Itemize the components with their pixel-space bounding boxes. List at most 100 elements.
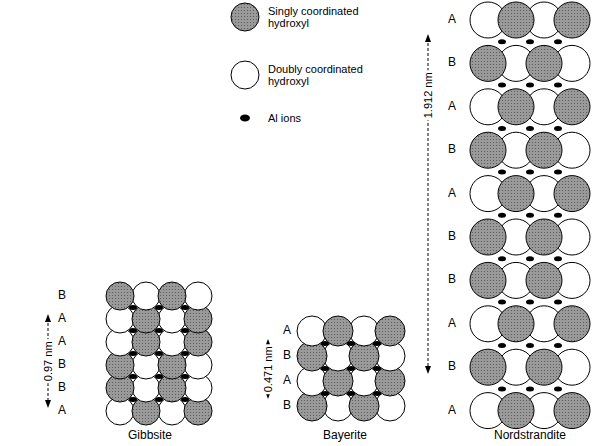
layer-letter: A — [58, 335, 66, 349]
singly-hydroxyl — [158, 282, 186, 310]
hydroxyl-texture — [527, 263, 562, 298]
layer-letter: A — [58, 312, 66, 326]
singly-hydroxyl — [526, 132, 562, 168]
singly-hydroxyl — [375, 316, 405, 346]
hydroxyl-texture — [555, 393, 590, 428]
singly-hydroxyl — [470, 45, 506, 81]
al-ion — [526, 83, 534, 88]
al-ion — [373, 366, 381, 371]
hydroxyl-texture — [527, 133, 562, 168]
al-ion — [129, 351, 137, 356]
hydroxyl-texture — [107, 283, 134, 310]
al-ion — [498, 169, 506, 174]
layer-letter: A — [58, 404, 66, 418]
singly-hydroxyl — [554, 89, 590, 125]
singly-hydroxyl — [526, 219, 562, 255]
al-ion — [498, 39, 506, 44]
legend-text: Al ions — [268, 112, 378, 125]
singly-hydroxyl — [498, 393, 534, 429]
al-ion — [129, 374, 137, 379]
hydroxyl-texture — [471, 46, 506, 81]
al-ion — [526, 169, 534, 174]
hydroxyl-texture — [555, 3, 590, 38]
singly-hydroxyl — [470, 262, 506, 298]
legend-swatch — [231, 61, 259, 89]
hydroxyl-texture — [499, 306, 534, 341]
al-ion — [554, 213, 562, 218]
hydroxyl-texture — [527, 220, 562, 255]
singly-hydroxyl — [526, 262, 562, 298]
al-ion — [526, 213, 534, 218]
hydroxyl-texture — [499, 89, 534, 124]
al-ion — [498, 83, 506, 88]
hydroxyl-texture — [499, 176, 534, 211]
layer-letter: A — [448, 317, 456, 331]
layer-letter: A — [283, 324, 291, 338]
singly-hydroxyl — [498, 306, 534, 342]
mineral-name: Gibbsite — [128, 429, 172, 443]
singly-hydroxyl — [526, 45, 562, 81]
layer-letter: A — [283, 374, 291, 388]
singly-hydroxyl — [554, 2, 590, 38]
al-ion — [373, 341, 381, 346]
hydroxyl-texture — [376, 317, 405, 346]
layer-letter: B — [448, 143, 456, 157]
al-ion — [155, 374, 163, 379]
al-ion — [498, 343, 506, 348]
al-ion — [554, 256, 562, 261]
hydroxyl-texture — [471, 133, 506, 168]
layer-letter: B — [58, 358, 66, 372]
hydroxyl-texture — [471, 350, 506, 385]
al-ion — [321, 366, 329, 371]
al-ion — [526, 343, 534, 348]
singly-hydroxyl — [470, 219, 506, 255]
al-ion — [554, 300, 562, 305]
layer-letter: B — [448, 56, 456, 70]
layer-letter: A — [448, 404, 456, 418]
singly-hydroxyl — [498, 89, 534, 125]
al-ion — [155, 328, 163, 333]
legend-text: Doubly coordinated hydroxyl — [268, 63, 378, 88]
singly-hydroxyl — [526, 349, 562, 385]
doubly-hydroxyl — [132, 282, 160, 310]
legend-text: Singly coordinated hydroxyl — [268, 5, 378, 30]
hydroxyl-texture — [527, 46, 562, 81]
hydroxyl-texture — [555, 89, 590, 124]
doubly-hydroxyl — [184, 282, 212, 310]
al-ion — [498, 300, 506, 305]
layer-letter: B — [448, 230, 456, 244]
al-ion — [155, 305, 163, 310]
al-ion — [526, 256, 534, 261]
singly-hydroxyl — [470, 132, 506, 168]
al-ion — [498, 386, 506, 391]
al-ion — [181, 374, 189, 379]
legend-swatch — [240, 115, 250, 122]
hydroxyl-texture — [471, 220, 506, 255]
singly-hydroxyl — [498, 176, 534, 212]
singly-hydroxyl — [470, 349, 506, 385]
al-ion — [347, 341, 355, 346]
al-ion — [554, 386, 562, 391]
al-ion — [526, 39, 534, 44]
al-ion — [526, 126, 534, 131]
layer-letter: A — [448, 100, 456, 114]
al-ion — [554, 126, 562, 131]
al-ion — [321, 391, 329, 396]
hydroxyl-texture — [555, 306, 590, 341]
layer-letter: B — [448, 360, 456, 374]
al-ion — [554, 169, 562, 174]
al-ion — [347, 366, 355, 371]
hydroxyl-texture — [324, 317, 353, 346]
al-ion — [498, 213, 506, 218]
al-ion — [181, 305, 189, 310]
al-ion — [155, 397, 163, 402]
al-ion — [181, 397, 189, 402]
al-ion — [554, 343, 562, 348]
al-ion — [554, 83, 562, 88]
al-ion — [498, 126, 506, 131]
al-ion — [321, 341, 329, 346]
layer-letter: A — [448, 13, 456, 27]
swatch-texture — [232, 4, 259, 31]
singly-hydroxyl — [554, 306, 590, 342]
singly-hydroxyl — [498, 2, 534, 38]
